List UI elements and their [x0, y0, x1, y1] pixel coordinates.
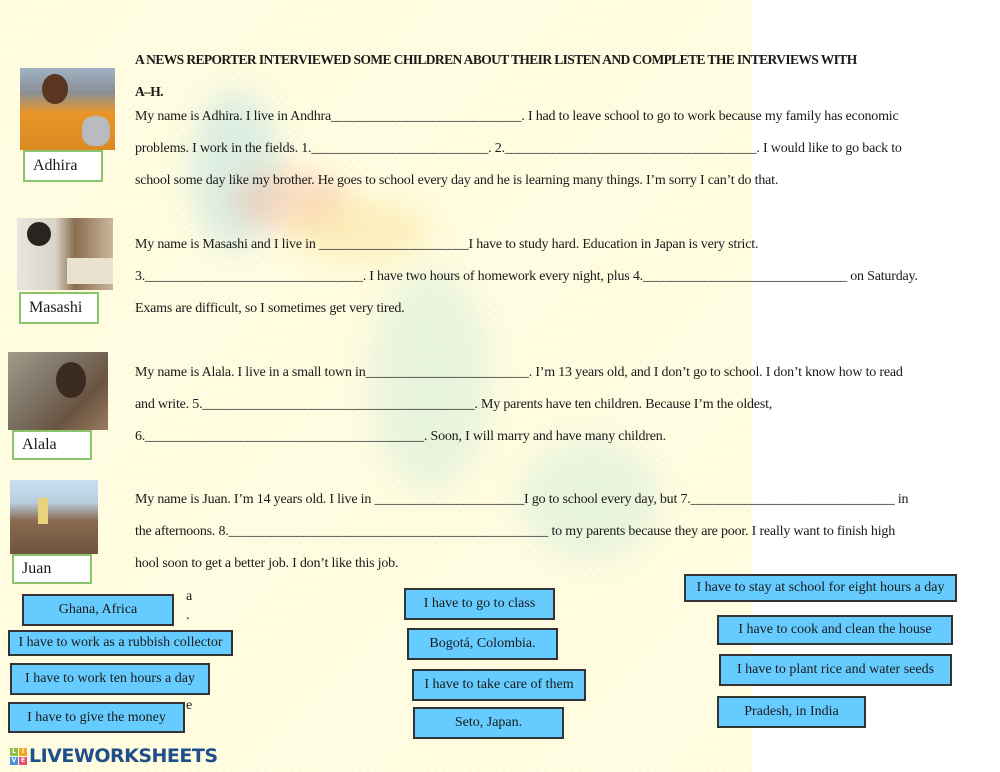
name-label-masashi: Masashi: [19, 292, 99, 324]
logo-letter: I: [19, 747, 27, 756]
interview-masashi: My name is Masashi and I live in _______…: [135, 229, 965, 325]
answer-chip-ten-hours[interactable]: I have to work ten hours a day: [10, 663, 210, 695]
answer-chip-cook-clean[interactable]: I have to cook and clean the house: [717, 615, 953, 645]
watermark-blob: [230, 170, 350, 230]
text-line: problems. I work in the fields. 1.______…: [135, 141, 902, 156]
photo-alala: [8, 352, 108, 430]
watermark-blob: [190, 90, 280, 250]
answer-chip-pradesh-india[interactable]: Pradesh, in India: [717, 696, 866, 728]
child-name: Adhira: [33, 157, 78, 174]
text-line: My name is Alala. I live in a small town…: [135, 365, 903, 380]
text-line: My name is Adhira. I live in Andhra_____…: [135, 109, 899, 124]
text-line: My name is Juan. I’m 14 years old. I liv…: [135, 492, 909, 507]
text-line: My name is Masashi and I live in _______…: [135, 237, 759, 252]
answer-chip-ghana-africa[interactable]: Ghana, Africa: [22, 594, 174, 626]
photo-adhira: [20, 68, 115, 150]
answer-chip-seto-japan[interactable]: Seto, Japan.: [413, 707, 564, 739]
text-line: Exams are difficult, so I sometimes get …: [135, 301, 405, 316]
answer-chip-eight-hours[interactable]: I have to stay at school for eight hours…: [684, 574, 957, 602]
interview-adhira: My name is Adhira. I live in Andhra_____…: [135, 101, 965, 197]
photo-pot: [82, 116, 110, 146]
answer-chip-take-care[interactable]: I have to take care of them: [412, 669, 586, 701]
watermark-blob: [290, 200, 430, 260]
name-label-juan: Juan: [12, 554, 92, 584]
worksheet-title: A NEWS REPORTER INTERVIEWED SOME CHILDRE…: [135, 44, 955, 108]
text-line: and write. 5.___________________________…: [135, 397, 773, 412]
photo-figure: [56, 362, 86, 398]
title-line-1: A NEWS REPORTER INTERVIEWED SOME CHILDRE…: [135, 52, 857, 67]
watermark-blob: [520, 440, 660, 560]
logo-letter: V: [10, 756, 18, 765]
answer-chip-bogota[interactable]: Bogotá, Colombia.: [407, 628, 558, 660]
text-line: hool soon to get a better job. I don’t l…: [135, 556, 399, 571]
child-name: Juan: [22, 560, 52, 577]
answer-chip-go-to-class[interactable]: I have to go to class: [404, 588, 555, 620]
text-fragment: a: [186, 589, 193, 604]
liveworksheets-logo[interactable]: L I V E LIVEWORKSHEETS: [10, 745, 218, 767]
logo-text: LIVEWORKSHEETS: [29, 745, 218, 767]
title-line-2: A–H.: [135, 84, 164, 99]
photo-figure: [38, 498, 48, 524]
text-line: the afternoons. 8.______________________…: [135, 524, 896, 539]
text-line: 6.______________________________________…: [135, 429, 666, 444]
photo-figure: [42, 74, 68, 104]
text-line: 3.________________________________. I ha…: [135, 269, 918, 284]
text-fragment: e: [186, 698, 193, 713]
logo-icon: L I V E: [10, 747, 27, 765]
interview-juan: My name is Juan. I’m 14 years old. I liv…: [135, 484, 965, 580]
child-name: Alala: [22, 436, 57, 453]
answer-chip-give-money[interactable]: I have to give the money: [8, 702, 185, 733]
name-label-alala: Alala: [12, 430, 92, 460]
logo-letter: L: [10, 747, 18, 756]
text-fragment: .: [186, 608, 190, 623]
photo-masashi: [17, 218, 113, 290]
text-line: school some day like my brother. He goes…: [135, 173, 779, 188]
interview-alala: My name is Alala. I live in a small town…: [135, 357, 965, 453]
photo-figure: [27, 222, 51, 246]
photo-juan: [10, 480, 98, 554]
logo-letter: E: [19, 756, 27, 765]
child-name: Masashi: [29, 299, 83, 316]
watermark-blob: [370, 270, 490, 490]
answer-chip-plant-rice[interactable]: I have to plant rice and water seeds: [719, 654, 952, 686]
answer-chip-rubbish-collector[interactable]: I have to work as a rubbish collector: [8, 630, 233, 656]
name-label-adhira: Adhira: [23, 150, 103, 182]
photo-books: [67, 258, 113, 284]
